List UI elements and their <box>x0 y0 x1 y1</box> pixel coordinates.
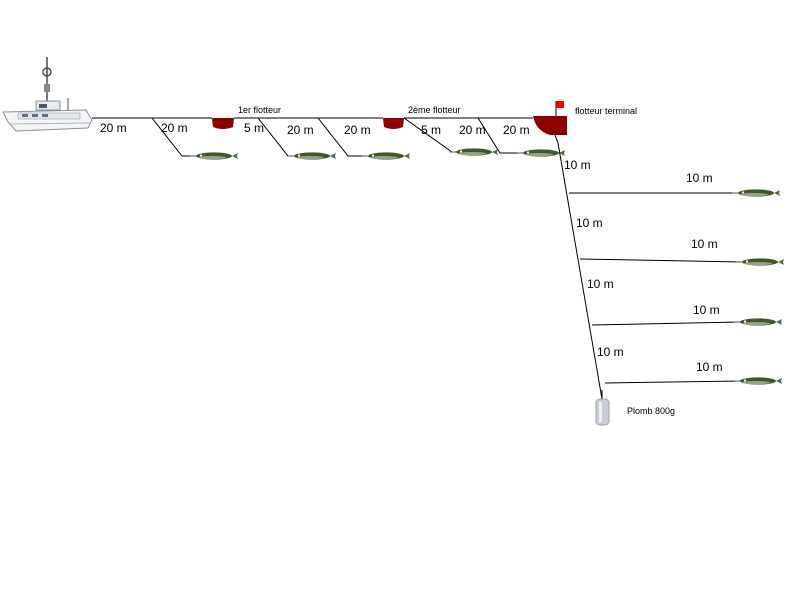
branch-lines <box>569 192 743 384</box>
float-1 <box>212 118 234 129</box>
distance-label: 20 m <box>100 121 127 135</box>
distance-label: 10 m <box>696 360 723 374</box>
flag-icon <box>556 101 564 108</box>
distance-label: 20 m <box>161 121 188 135</box>
distance-label: 20 m <box>459 123 486 137</box>
float-2 <box>383 118 404 129</box>
lure-icon <box>361 151 411 161</box>
distance-label: 10 m <box>597 345 624 359</box>
distance-label: 5 m <box>244 121 264 135</box>
distance-label: 10 m <box>686 171 713 185</box>
distance-label: 10 m <box>587 277 614 291</box>
distance-label: 20 m <box>344 123 371 137</box>
float-terminal <box>533 101 567 135</box>
lure-icon <box>733 376 783 386</box>
lure-icon <box>731 188 781 198</box>
distance-label: 20 m <box>287 123 314 137</box>
lure-icon <box>516 148 566 158</box>
distance-label: 10 m <box>693 303 720 317</box>
distance-label: 10 m <box>576 216 603 230</box>
distance-label: 10 m <box>691 237 718 251</box>
distance-label: 5 m <box>421 123 441 137</box>
weight-label: Plomb 800g <box>627 406 675 416</box>
lure-icon <box>189 151 239 161</box>
lure-icon <box>287 151 337 161</box>
float-1-label: 1er flotteur <box>238 105 281 115</box>
lead-weight-icon <box>595 390 610 426</box>
distance-label: 10 m <box>564 158 591 172</box>
float-terminal-label: flotteur terminal <box>575 106 637 116</box>
float-2-label: 2ème flotteur <box>408 105 461 115</box>
distance-label: 20 m <box>503 123 530 137</box>
lure-icon <box>449 147 499 157</box>
downline <box>554 134 603 400</box>
lure-icon <box>733 317 783 327</box>
fishing-boat-icon <box>2 57 93 132</box>
lure-icon <box>735 257 785 267</box>
